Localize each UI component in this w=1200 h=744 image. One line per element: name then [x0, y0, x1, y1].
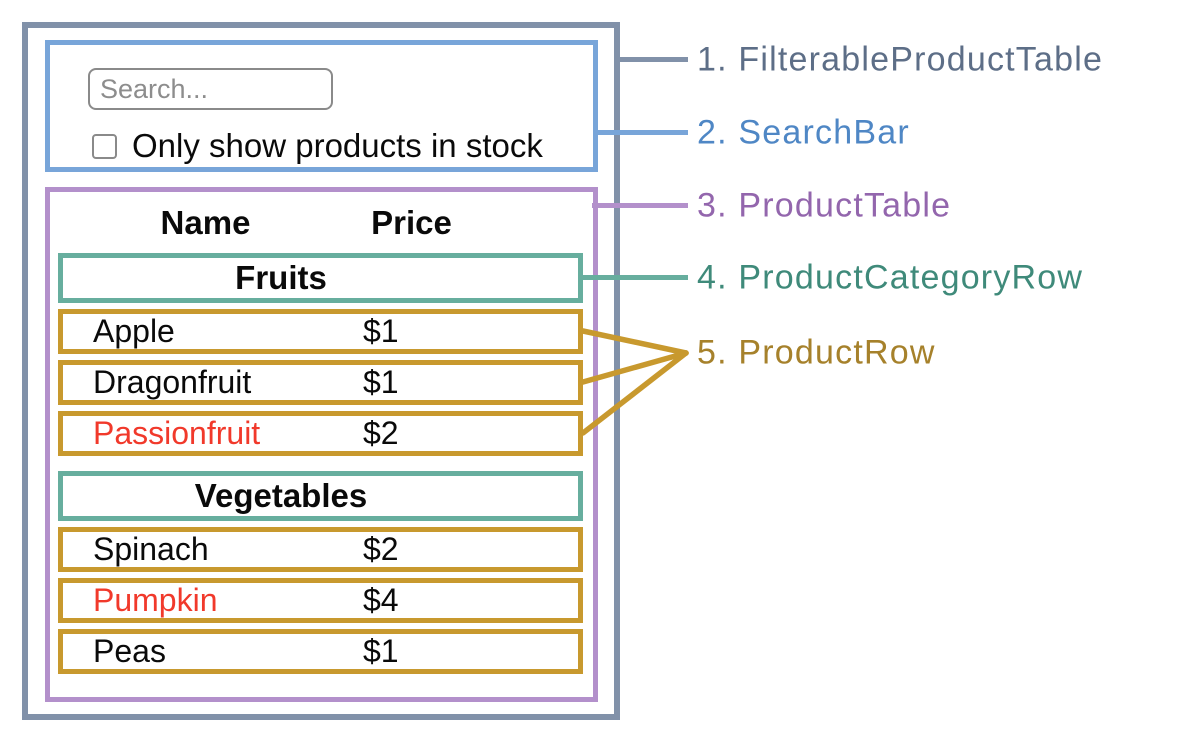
product-row: Spinach $2: [58, 527, 583, 572]
product-category-row: Vegetables: [58, 471, 583, 521]
product-row: Peas $1: [58, 629, 583, 674]
search-bar-box: Only show products in stock: [45, 40, 598, 172]
product-row: Pumpkin $4: [58, 578, 583, 623]
column-header-name: Name: [160, 203, 251, 241]
search-input[interactable]: [88, 68, 333, 110]
column-header-price: Price: [371, 203, 452, 241]
product-name: Dragonfruit: [93, 364, 252, 400]
in-stock-checkbox-label[interactable]: Only show products in stock: [132, 127, 543, 164]
product-price: $2: [363, 531, 399, 567]
label-product-table: 3. ProductTable: [697, 186, 952, 225]
label-product-category-row: 4. ProductCategoryRow: [697, 258, 1084, 297]
product-price: $2: [363, 415, 399, 451]
label-filterable-product-table: 1. FilterableProductTable: [697, 40, 1104, 79]
connector-line-product-table: [592, 203, 688, 208]
product-category-row: Fruits: [58, 253, 583, 303]
product-name: Apple: [93, 313, 175, 349]
product-name: Pumpkin: [93, 582, 218, 618]
label-search-bar: 2. SearchBar: [697, 113, 910, 152]
filterable-product-table-box: Only show products in stock Name Price F…: [22, 22, 620, 720]
product-price: $1: [363, 633, 399, 669]
label-product-row: 5. ProductRow: [697, 333, 936, 372]
product-name: Peas: [93, 633, 166, 669]
in-stock-checkbox[interactable]: [92, 133, 117, 159]
product-name: Passionfruit: [93, 415, 261, 451]
connector-line-search-bar: [594, 130, 688, 135]
category-title: Vegetables: [194, 477, 368, 514]
product-row: Passionfruit $2: [58, 411, 583, 456]
connector-line-filterable-product-table: [614, 57, 688, 62]
product-name: Spinach: [93, 531, 209, 567]
category-title: Fruits: [235, 259, 327, 296]
connector-line-product-category-row: [580, 275, 688, 280]
product-price: $4: [363, 582, 399, 618]
product-row: Dragonfruit $1: [58, 360, 583, 405]
table-header-row: Name Price: [58, 192, 583, 253]
product-row: Apple $1: [58, 309, 583, 354]
product-price: $1: [363, 364, 399, 400]
product-price: $1: [363, 313, 399, 349]
in-stock-checkbox-row: Only show products in stock: [92, 127, 543, 165]
